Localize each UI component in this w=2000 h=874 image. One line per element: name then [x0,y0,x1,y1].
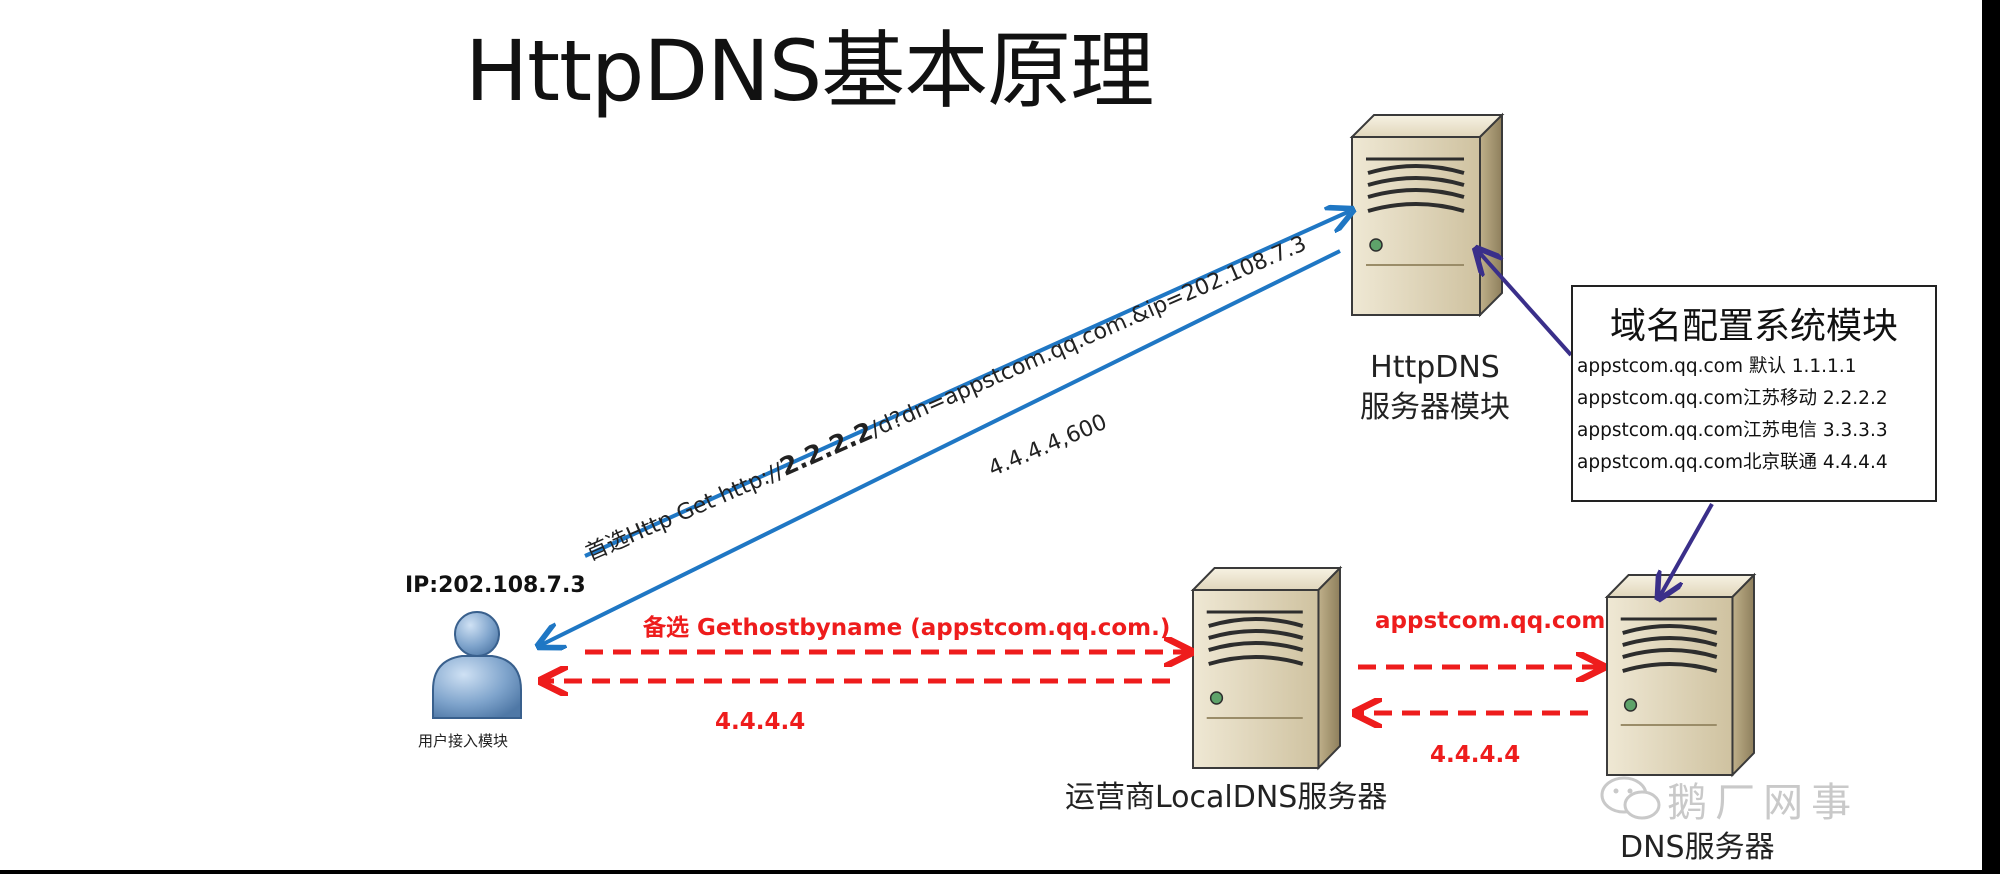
config-row: appstcom.qq.com江苏移动 2.2.2.2 [1577,388,1888,409]
user-icon [432,611,522,719]
httpdns-server-label: HttpDNS 服务器模块 [1355,348,1515,428]
user-ip-label: IP:202.108.7.3 [405,573,586,598]
dns-server-icon [1605,573,1756,777]
config-box-title: 域名配置系统模块 [1609,306,1898,347]
httpdns-server-line2: 服务器模块 [1360,390,1510,425]
httpdns-response-arrow [541,249,1341,645]
watermark-text: 鹅厂网事 [1667,780,1860,826]
httpdns-server-line1: HttpDNS [1370,350,1500,385]
dns-response-label: 4.4.4.4 [1430,742,1521,768]
httpdns-request-arrow [584,211,1350,558]
local-dns-server-label: 运营商LocalDNS服务器 [1065,780,1388,815]
config-row: appstcom.qq.com北京联通 4.4.4.4 [1577,452,1888,473]
dns-query-label: appstcom.qq.com [1375,608,1606,634]
domain-config-box: 域名配置系统模块 appstcom.qq.com 默认 1.1.1.1 apps… [1571,285,1937,502]
user-label: 用户接入模块 [418,732,509,750]
dns-server-label: DNS服务器 [1620,830,1775,865]
fallback-response-label: 4.4.4.4 [715,709,806,735]
diagram-title: HttpDNS基本原理 [465,22,1154,120]
httpdns-server-icon [1350,113,1504,317]
watermark: 鹅厂网事 [1600,770,1859,828]
config-to-httpdns-arrow [1478,251,1573,357]
local-dns-server-icon [1191,566,1342,770]
config-row: appstcom.qq.com江苏电信 3.3.3.3 [1577,420,1888,441]
config-row: appstcom.qq.com 默认 1.1.1.1 [1577,356,1857,377]
fallback-label: 备选 Gethostbyname (appstcom.qq.com.) [643,615,1171,641]
config-to-dns-arrow [1660,503,1714,596]
wechat-icon [1600,776,1661,820]
